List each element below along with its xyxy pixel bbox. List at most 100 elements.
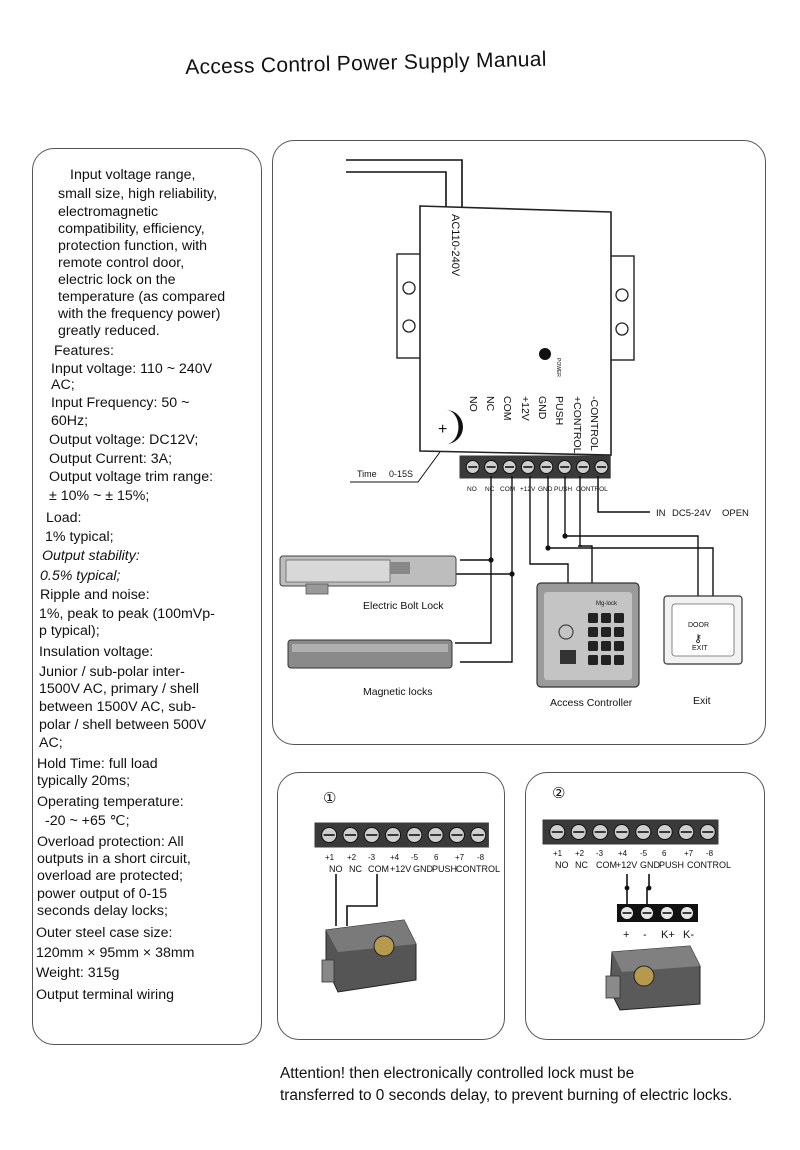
spec-line: 1500V AC, primary / shell (39, 681, 200, 697)
terminal-label: +12V (390, 864, 411, 874)
spec-line: Output terminal wiring (36, 987, 174, 1003)
electric-lock-image-2 (605, 945, 701, 1011)
attention-line-1: Attention! then electronically controlle… (280, 1065, 635, 1082)
in-label: IN (656, 508, 666, 519)
terminal-label: COM (500, 486, 515, 493)
input-voltage-label: AC110-240V (449, 214, 461, 277)
spec-line: greatly reduced. (58, 323, 160, 339)
terminal-number: -8 (706, 849, 714, 858)
terminal-label-vertical: +CONTROL (571, 396, 583, 454)
spec-line: 0.5% typical; (40, 568, 121, 584)
wiring-diagram-panel (272, 140, 766, 745)
terminal-label: GND (640, 860, 661, 870)
exit-label: Exit (693, 695, 711, 707)
key-icon: ⚷ (694, 633, 702, 645)
spec-line: overload are protected; (37, 868, 183, 884)
spec-line: Input voltage: 110 ~ 240V (51, 361, 213, 377)
spec-line: between 1500V AC, sub- (39, 699, 196, 715)
magnetic-lock-image (287, 639, 453, 669)
spec-line: ± 10% ~ ± 15%; (49, 488, 150, 504)
spec-line: Input voltage range, (70, 167, 196, 183)
spec-line: remote control door, (58, 255, 185, 271)
terminal-label: COM (368, 864, 389, 874)
time-adjust-icon (446, 410, 463, 444)
diagram-1-number: ① (323, 790, 336, 807)
terminal-label: PUSH (432, 864, 457, 874)
spec-line: 1%, peak to peak (100mVp- (39, 606, 215, 622)
terminal-number: +2 (575, 849, 585, 858)
spec-line: Output voltage: DC12V; (49, 432, 199, 448)
spec-line: Load: (46, 510, 82, 526)
terminal-number: -8 (477, 853, 485, 862)
terminal-number: +4 (618, 849, 628, 858)
spec-line: electromagnetic (58, 204, 159, 220)
spec-line: small size, high reliability, (58, 186, 218, 202)
open-label: OPEN (722, 508, 749, 519)
spec-line: Hold Time: full load (37, 756, 158, 772)
power-indicator-icon (539, 348, 551, 360)
terminal-number: -3 (368, 853, 376, 862)
terminal-label: NO (467, 486, 477, 493)
magnetic-locks-label: Magnetic locks (363, 686, 432, 698)
spec-line: Ripple and noise: (40, 587, 150, 603)
spec-line: Junior / sub-polar inter- (39, 664, 185, 680)
spec-line: typically 20ms; (37, 773, 131, 789)
terminal-number: 6 (434, 853, 439, 862)
spec-line: polar / shell between 500V (39, 717, 207, 733)
terminal-label: +12V (520, 486, 536, 493)
spec-line: electric lock on the (58, 272, 176, 288)
terminal-number: -5 (411, 853, 419, 862)
spec-line: Insulation voltage: (39, 644, 154, 660)
lock-terminal-label: K+ (661, 929, 675, 941)
time-label: Time (357, 469, 377, 479)
terminal-label-vertical: +12V (519, 396, 531, 421)
power-supply-unit (396, 205, 635, 456)
terminal-label: +12V (616, 860, 637, 870)
terminal-label: GND (413, 864, 434, 874)
terminal-label: PUSH (554, 486, 572, 493)
electric-lock-image-1 (321, 919, 417, 993)
spec-line: Input Frequency: 50 ~ (51, 395, 190, 411)
terminal-number: -5 (640, 849, 648, 858)
lock-terminal-label: K- (683, 929, 694, 941)
terminal-label: CONTROL (687, 860, 731, 870)
spec-line: compatibility, efficiency, (58, 221, 205, 237)
terminal-number: -3 (596, 849, 604, 858)
terminal-label-vertical: COM (501, 396, 513, 421)
dc-voltage-label: DC5-24V (672, 508, 712, 519)
keypad (558, 613, 624, 665)
spec-line: 60Hz; (51, 413, 89, 429)
exit-button-exit-text: EXIT (692, 645, 708, 652)
terminal-label: NO (329, 864, 343, 874)
controller-brand-label: Mg-lock (596, 601, 618, 607)
terminal-label-vertical: -CONTROL (588, 396, 600, 451)
terminal-label: NC (575, 860, 588, 870)
spec-line: AC; (51, 377, 75, 393)
lock-terminal-label: - (643, 929, 647, 941)
spec-line: seconds delay locks; (37, 903, 168, 919)
terminal-number: +2 (347, 853, 357, 862)
attention-note: Attention! then electronically controlle… (280, 1063, 732, 1107)
spec-line: Outer steel case size: (36, 925, 173, 941)
terminal-label-vertical: NC (484, 396, 496, 412)
access-controller-label: Access Controller (550, 697, 633, 709)
terminal-label: NO (555, 860, 569, 870)
power-label: POWER (555, 358, 561, 377)
spec-line: -20 ~ +65 ℃; (45, 813, 130, 829)
spec-line: 1% typical; (45, 529, 114, 545)
terminal-number: +4 (390, 853, 400, 862)
terminal-number: +1 (325, 853, 335, 862)
output-wiring-panel-1 (277, 772, 505, 1040)
time-plus-label: + (438, 421, 447, 438)
spec-line: Output Current: 3A; (49, 451, 173, 467)
spec-line: Output stability: (42, 548, 140, 564)
spec-line: AC; (39, 735, 63, 751)
terminal-label: CONTROL (456, 864, 500, 874)
terminal-label-vertical: NO (467, 396, 479, 412)
electric-bolt-lock-label: Electric Bolt Lock (363, 600, 444, 612)
terminal-label: PUSH (659, 860, 684, 870)
exit-button-door-text: DOOR (688, 622, 709, 629)
terminal-label: CONTROL (576, 486, 608, 493)
electric-bolt-lock-image (279, 555, 457, 595)
